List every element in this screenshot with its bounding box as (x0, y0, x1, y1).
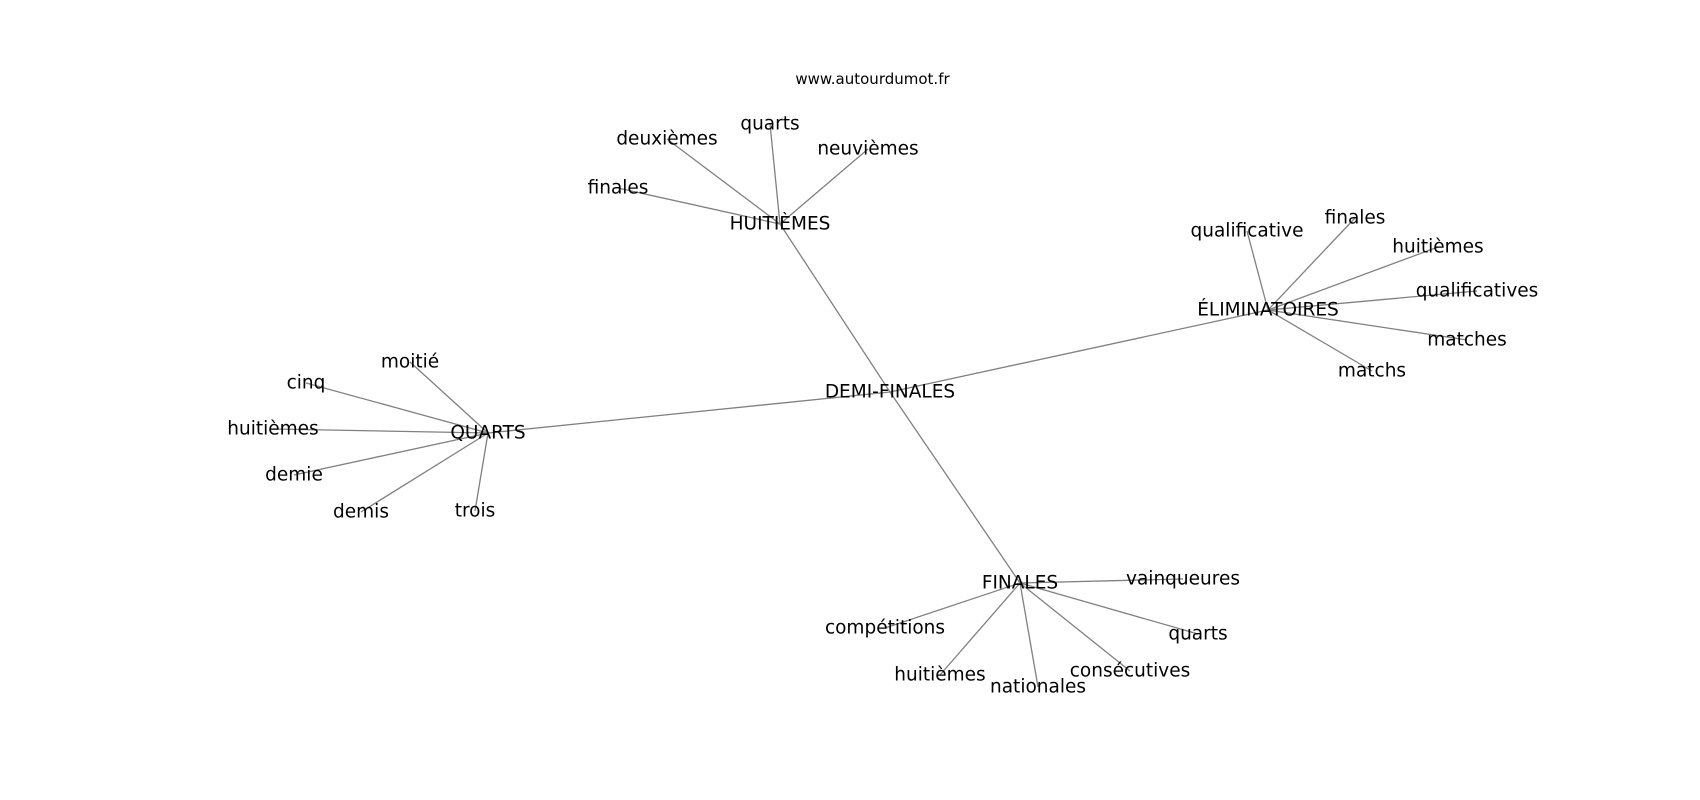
edge-hub-leaf (1019, 582, 1039, 688)
leaf-node-label: vainqueures (1126, 569, 1240, 590)
edge-center-hub (487, 391, 891, 434)
hub-node-label: QUARTS (450, 423, 525, 444)
edge-hub-leaf (1019, 582, 1199, 635)
leaf-node-label: neuvièmes (817, 139, 918, 160)
edge-hub-leaf (1267, 217, 1356, 311)
edge-hub-leaf (293, 432, 489, 476)
edge-hub-leaf (272, 428, 489, 434)
hub-node-label: FINALES (982, 573, 1058, 594)
leaf-node-label: nationales (990, 677, 1086, 698)
leaf-node-label: quarts (1168, 624, 1227, 645)
edge-hub-leaf (884, 582, 1021, 629)
leaf-node-label: matches (1427, 330, 1507, 351)
center-node-label: DEMI-FINALES (825, 382, 955, 403)
edge-hub-leaf (1267, 309, 1468, 341)
edge-hub-leaf (409, 361, 489, 434)
edge-hub-leaf (1246, 230, 1269, 311)
edge-center-hub (889, 391, 1021, 584)
edge-hub-leaf (1267, 309, 1373, 372)
leaf-node-label: huitièmes (227, 419, 318, 440)
edge-hub-leaf (1019, 582, 1131, 672)
hub-node-label: HUITIÈMES (730, 213, 831, 235)
leaf-node-label: huitièmes (894, 665, 985, 686)
leaf-node-label: quarts (740, 114, 799, 135)
leaf-node-label: compétitions (825, 618, 945, 639)
edge-hub-leaf (474, 432, 489, 512)
leaf-node-label: moitié (381, 352, 439, 373)
leaf-node-label: finales (588, 178, 649, 199)
edge-hub-leaf (360, 432, 489, 513)
leaf-node-label: huitièmes (1392, 237, 1483, 258)
leaf-node-label: qualificatives (1416, 281, 1539, 302)
edge-center-hub (889, 309, 1269, 393)
edge-hub-leaf (1019, 578, 1184, 584)
leaf-node-label: finales (1325, 208, 1386, 229)
edge-hub-leaf (666, 138, 781, 225)
edge-hub-leaf (1267, 290, 1478, 311)
leaf-node-label: qualificative (1191, 221, 1304, 242)
edge-hub-leaf (769, 123, 781, 225)
watermark: www.autourdumot.fr (795, 70, 950, 88)
leaf-node-label: trois (455, 501, 496, 522)
leaf-node-label: matchs (1338, 361, 1406, 382)
edge-hub-leaf (1267, 246, 1439, 311)
leaf-node-label: deuxièmes (616, 129, 717, 150)
edge-hub-leaf (779, 148, 869, 225)
edge-center-hub (779, 223, 891, 393)
leaf-node-label: demis (333, 502, 389, 523)
leaf-node-label: consécutives (1070, 661, 1191, 682)
edge-hub-leaf (305, 382, 489, 434)
leaf-node-label: cinq (287, 373, 326, 394)
leaf-node-label: demie (265, 465, 323, 486)
edge-hub-leaf (939, 582, 1021, 676)
edge-hub-leaf (617, 187, 781, 225)
hub-node-label: ÉLIMINATOIRES (1197, 299, 1339, 321)
